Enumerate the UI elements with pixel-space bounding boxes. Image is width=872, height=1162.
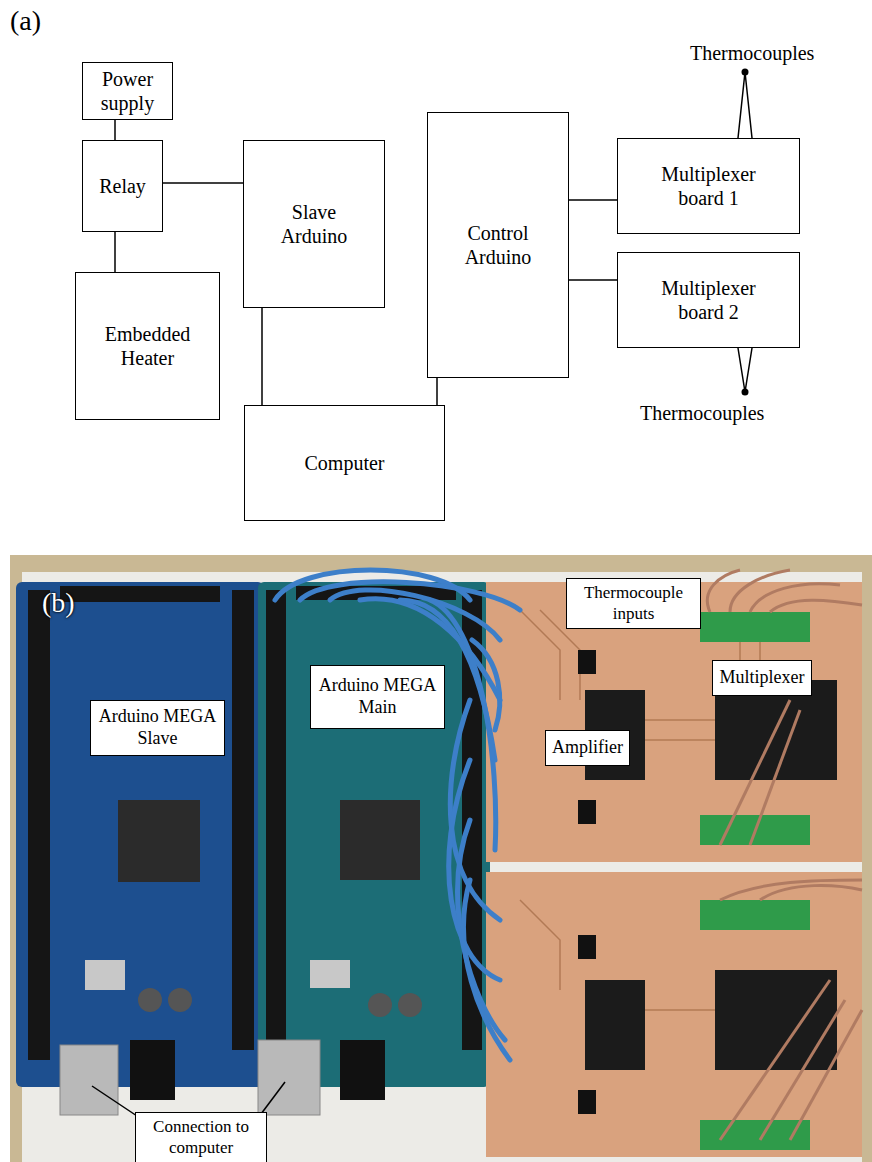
arduino-slave-board: [16, 582, 264, 1087]
jumper: [578, 650, 596, 674]
node-text: Slave Arduino: [269, 200, 359, 248]
process-box: Power supply: [82, 62, 173, 120]
node-text: Amplifier: [552, 737, 623, 759]
amplifier-chip: [585, 980, 645, 1070]
callout-box: Amplifier: [545, 730, 630, 766]
pin-header: [60, 586, 220, 602]
node-text: Multiplexer board 1: [649, 162, 769, 210]
power-jack: [340, 1040, 385, 1100]
process-box: Slave Arduino: [243, 140, 385, 308]
thermocouple-junction: [742, 389, 749, 396]
node-text: Embedded Heater: [98, 322, 198, 370]
connector-line: [436, 378, 438, 405]
callout-box: Arduino MEGA Main: [310, 665, 445, 729]
process-box: Control Arduino: [427, 112, 569, 378]
callout-box: Thermocouple inputs: [566, 578, 701, 629]
process-box: Multiplexer board 1: [617, 138, 800, 234]
node-text: Multiplexer board 2: [649, 276, 769, 324]
pin-header: [232, 590, 254, 1050]
crystal: [310, 960, 350, 988]
crystal: [85, 960, 125, 990]
node-text: Connection to computer: [140, 1117, 262, 1158]
jumper: [578, 800, 596, 824]
thermocouple-label: Thermocouples: [690, 42, 814, 64]
jumper: [578, 1090, 596, 1114]
node-text: Arduino MEGA Main: [318, 675, 438, 718]
pin-header: [28, 590, 50, 1060]
microcontroller-chip: [340, 800, 420, 880]
pin-header: [266, 590, 286, 1050]
connector-line: [114, 232, 116, 272]
node-text: Relay: [99, 174, 146, 198]
terminal-block: [700, 900, 810, 930]
process-box: Multiplexer board 2: [617, 252, 800, 348]
power-jack: [130, 1040, 175, 1100]
thermocouple-junction: [742, 69, 749, 76]
multiplexer-chip: [715, 970, 837, 1070]
usb-connector: [60, 1045, 118, 1115]
leader-line: [92, 1086, 140, 1118]
microcontroller-chip: [118, 800, 200, 882]
connector-line: [163, 182, 243, 184]
capacitor: [168, 988, 192, 1012]
node-text: Multiplexer: [720, 667, 805, 689]
node-text: Arduino MEGA Slave: [98, 706, 218, 749]
process-box: Embedded Heater: [75, 272, 220, 420]
capacitor: [398, 993, 422, 1017]
usb-connector: [258, 1040, 320, 1115]
panel-letter: (a): [10, 6, 41, 37]
callout-box: Arduino MEGA Slave: [90, 700, 225, 756]
thermocouple-symbol: [738, 72, 752, 138]
node-text: Power supply: [88, 67, 168, 115]
node-text: Computer: [305, 451, 385, 475]
connector-line: [114, 120, 116, 140]
thermocouple-label: Thermocouples: [640, 402, 764, 424]
terminal-block: [700, 612, 810, 642]
callout-box: Multiplexer: [712, 660, 812, 696]
capacitor: [368, 993, 392, 1017]
multiplexer-board: [486, 872, 862, 1157]
node-text: Thermocouple inputs: [571, 583, 696, 624]
capacitor: [138, 988, 162, 1012]
panel-letter: (b): [42, 588, 75, 619]
connector-line: [569, 199, 617, 201]
thermocouple-symbol: [738, 348, 752, 392]
node-text: Control Arduino: [448, 221, 548, 269]
arduino-main-board: [258, 582, 490, 1087]
connector-line: [261, 308, 263, 405]
callout-box: Connection to computer: [135, 1112, 267, 1162]
process-box: Computer: [244, 405, 445, 521]
process-box: Relay: [82, 140, 163, 232]
photo-background: [10, 555, 872, 1162]
connector-line: [569, 279, 617, 281]
jumper: [578, 935, 596, 959]
